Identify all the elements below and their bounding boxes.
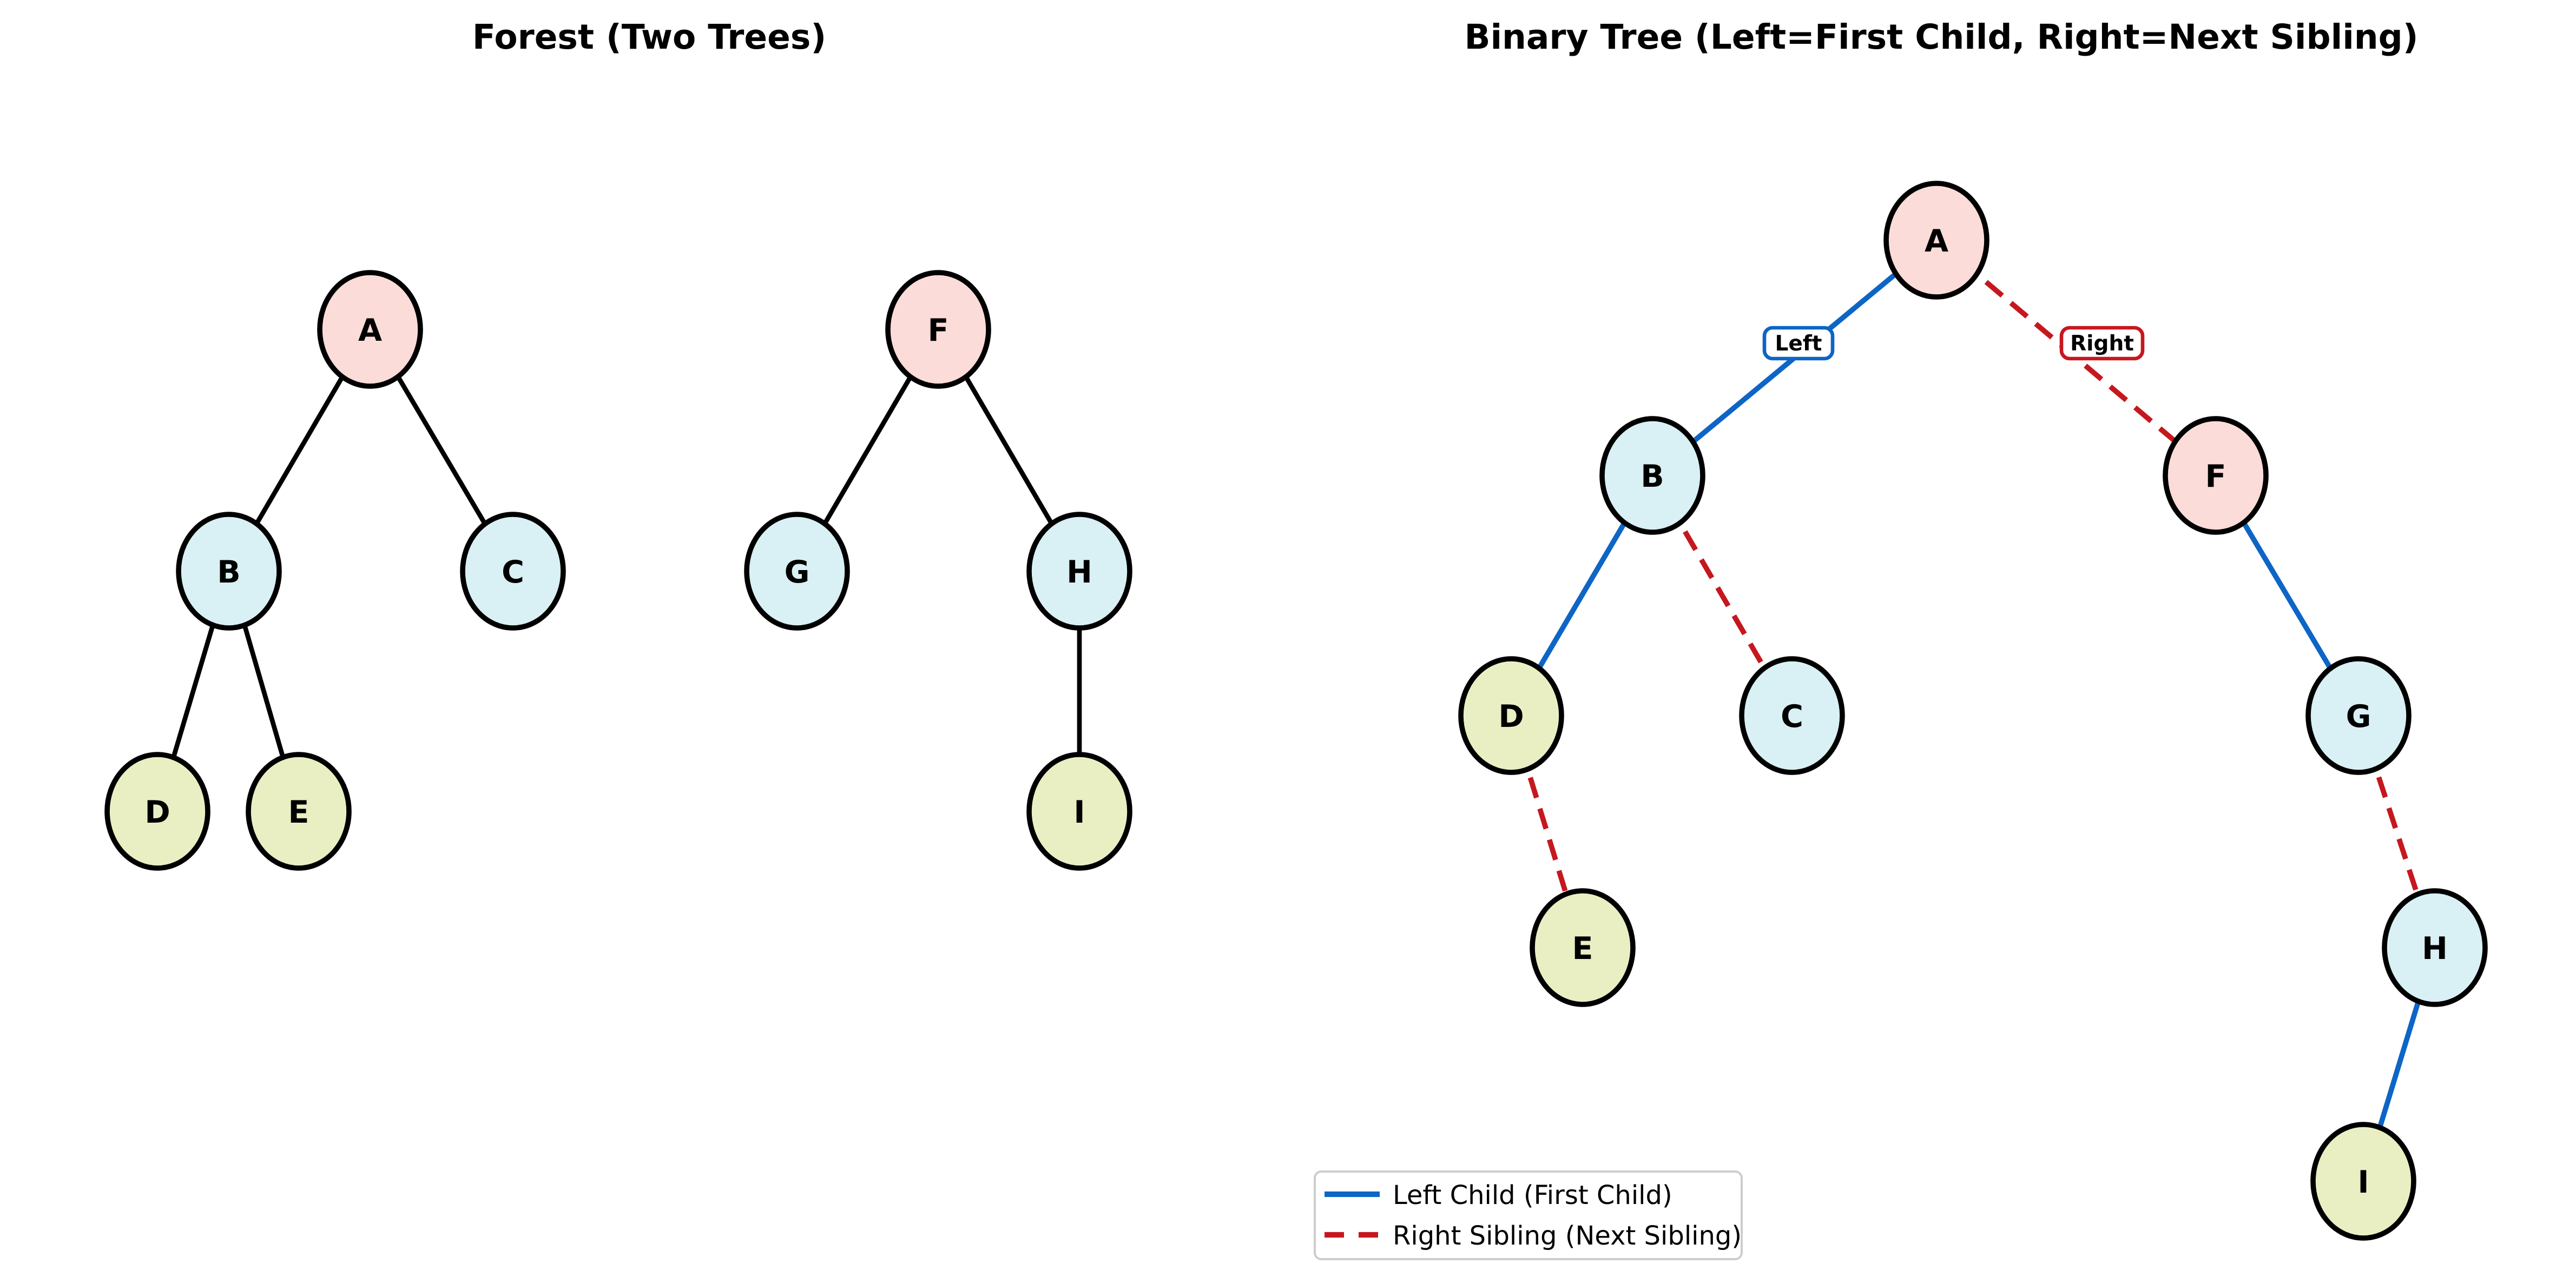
right-badge-box: [2059, 326, 2145, 361]
binary-tree-panel-title: Binary Tree (Left=First Child, Right=Nex…: [1464, 17, 2418, 57]
forest-leaf-nodes: [104, 752, 1132, 871]
forest-node-labels: A B C D E F G H I: [144, 313, 1092, 830]
binary-tree-panel: Binary Tree (Left=First Child, Right=Nex…: [1314, 17, 2488, 1260]
node-c-bt-label: C: [1781, 699, 1803, 735]
node-c-label: C: [502, 554, 524, 590]
node-g-label: G: [785, 554, 810, 590]
forest-root-nodes: [317, 270, 991, 389]
node-a-label: A: [358, 313, 382, 348]
right-badge-label: Right: [2070, 332, 2134, 356]
right-badge: Right: [2059, 326, 2145, 361]
node-c-bt: [1739, 656, 1845, 775]
node-d-label: D: [144, 795, 170, 830]
node-h-label: H: [1066, 554, 1092, 590]
left-child-edges: [1508, 238, 2437, 1182]
forest-panel-title: Forest (Two Trees): [472, 17, 826, 57]
forest-internal-nodes: [176, 512, 1132, 631]
node-e-bt: [1530, 888, 1636, 1007]
node-a-bt-label: A: [1925, 223, 1948, 259]
node-i-label: I: [1073, 795, 1085, 830]
legend: Left Child (First Child) Right Sibling (…: [1314, 1170, 1743, 1260]
left-badge-label: Left: [1775, 332, 1822, 356]
node-h: [1026, 512, 1132, 631]
binary-tree-internal-nodes: [1599, 416, 2488, 1007]
legend-box: [1314, 1170, 1743, 1260]
node-f-bt-label: F: [2205, 459, 2226, 494]
node-i-bt: [2310, 1122, 2416, 1241]
node-e-label: E: [288, 795, 309, 830]
node-i: [1026, 752, 1132, 871]
node-a-bt: [1883, 181, 1989, 300]
node-c: [460, 512, 566, 631]
node-d-bt: [1458, 656, 1564, 775]
node-e-bt-label: E: [1572, 931, 1593, 967]
legend-label-right-sibling: Right Sibling (Next Sibling): [1393, 1221, 1742, 1251]
node-d: [104, 752, 210, 871]
node-i-bt-label: I: [2357, 1164, 2369, 1200]
binary-tree-root-nodes: [1883, 181, 2269, 535]
node-a: [317, 270, 423, 389]
node-e: [246, 752, 352, 871]
node-f-label: F: [928, 313, 949, 348]
forest-edges: [155, 327, 1082, 814]
right-sibling-edges: [1508, 238, 2437, 949]
binary-tree-leaf-nodes: [1458, 656, 2416, 1241]
forest-panel: Forest (Two Trees) A B: [104, 17, 1132, 871]
node-b-bt-label: B: [1641, 459, 1664, 494]
node-h-bt: [2382, 888, 2488, 1007]
node-g-bt: [2305, 656, 2412, 775]
node-f-bt: [2163, 416, 2269, 535]
binary-tree-node-labels: A B C D E F G H I: [1498, 223, 2448, 1200]
legend-label-left-child: Left Child (First Child): [1393, 1180, 1672, 1210]
node-b-bt: [1599, 416, 1705, 535]
node-b-label: B: [217, 554, 240, 590]
node-g: [744, 512, 850, 631]
node-b: [176, 512, 282, 631]
left-badge-box: [1762, 326, 1835, 361]
left-badge: Left: [1762, 326, 1835, 361]
node-d-bt-label: D: [1498, 699, 1524, 735]
node-g-bt-label: G: [2346, 699, 2371, 735]
node-h-bt-label: H: [2422, 931, 2448, 967]
node-f: [885, 270, 991, 389]
